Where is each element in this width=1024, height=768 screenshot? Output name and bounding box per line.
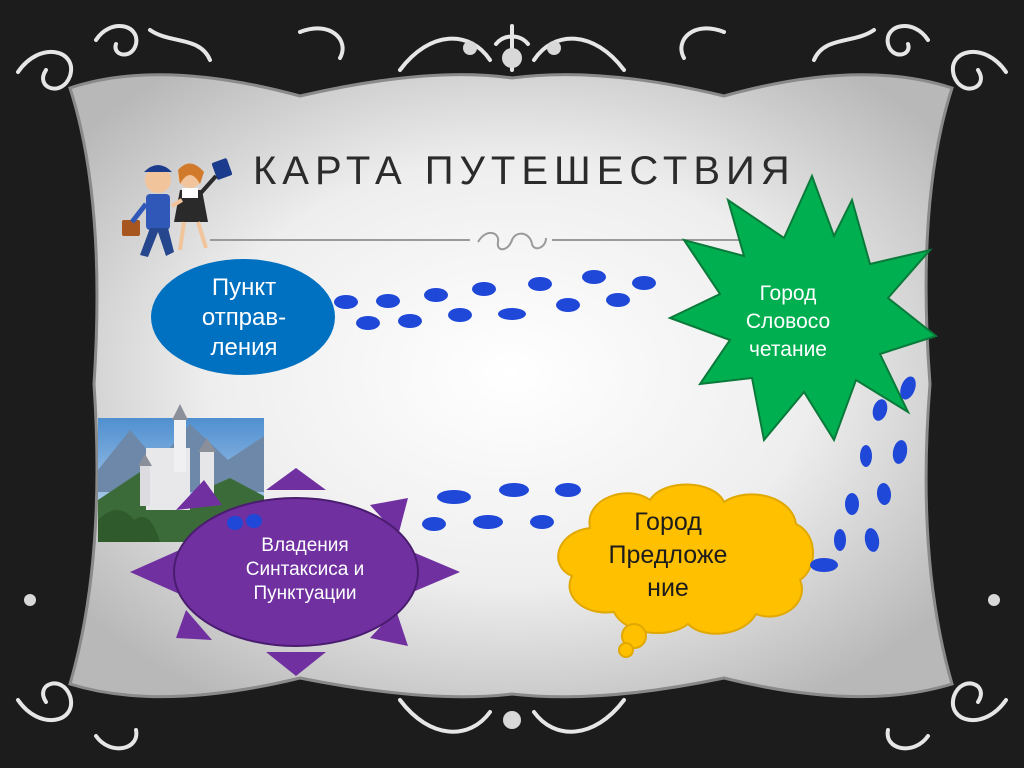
slovosochetanie-city-shape	[667, 173, 939, 443]
footprint	[900, 376, 916, 400]
castle-picture	[98, 404, 264, 542]
syntax-realm-shape	[130, 468, 460, 676]
footprint	[556, 298, 580, 312]
children-illustration	[122, 158, 233, 257]
footprint	[356, 316, 380, 330]
footprint	[864, 528, 880, 552]
footprint	[810, 558, 838, 572]
predlozhenie-city-label: Город Предложе ние	[608, 507, 728, 602]
footprint	[555, 483, 581, 497]
footprint	[860, 445, 872, 467]
footprint	[424, 288, 448, 302]
footprint	[582, 270, 606, 284]
frame-scrollwork-fill	[24, 41, 1000, 729]
footprint	[422, 517, 446, 531]
footprint	[872, 399, 888, 421]
footprint	[530, 515, 554, 529]
footprint	[334, 295, 358, 309]
frame-scrollwork	[16, 24, 1008, 751]
footprint	[876, 483, 892, 505]
footprint	[246, 514, 262, 528]
footprint	[473, 515, 503, 529]
footprint	[398, 314, 422, 328]
footprint	[227, 516, 243, 530]
footprint	[472, 282, 496, 296]
footprint	[448, 308, 472, 322]
footprint	[437, 490, 471, 504]
footprint-path	[227, 270, 916, 572]
predlozhenie-city-shape	[557, 483, 814, 658]
footprint	[498, 308, 526, 320]
start-point-shape	[151, 259, 335, 375]
footprint	[632, 276, 656, 290]
syntax-realm-label: Владения Синтаксиса и Пунктуации	[245, 535, 365, 604]
footprint	[528, 277, 552, 291]
start-point-label: Пункт отправ- ления	[201, 274, 287, 361]
footprint	[499, 483, 529, 497]
footprint	[892, 440, 908, 464]
footprint	[834, 529, 846, 551]
slovosochetanie-city-label: Город Словосо четание	[745, 282, 831, 361]
footprint	[845, 493, 859, 515]
footprint	[606, 293, 630, 307]
footprint	[376, 294, 400, 308]
page-title: Карта путешествия	[253, 149, 796, 193]
